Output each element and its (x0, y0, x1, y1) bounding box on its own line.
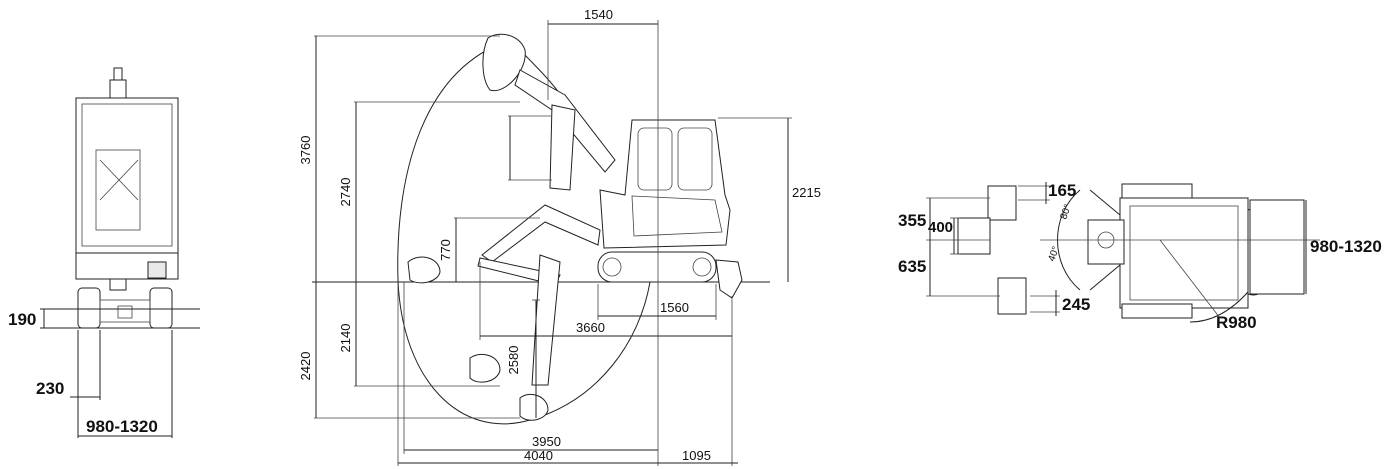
top-bucket-1 (987, 185, 1017, 221)
top-track-upper (1121, 183, 1193, 199)
top-bucket-3 (997, 277, 1027, 315)
bucket-left (407, 256, 441, 284)
dim-2215: 2215 (792, 185, 821, 200)
digging-envelope (397, 39, 651, 425)
dim-1560: 1560 (660, 300, 689, 315)
top-angle-40: 40° (1046, 245, 1062, 263)
side-track (597, 251, 717, 283)
top-angle-80: 80° (1058, 203, 1074, 221)
front-arm-top (113, 67, 123, 81)
top-bucket-2 (957, 217, 991, 255)
bucket-top (482, 33, 526, 92)
top-body (1119, 197, 1249, 309)
dim-4040: 4040 (524, 448, 553, 463)
front-step (147, 261, 167, 279)
dim-1540: 1540 (584, 7, 613, 22)
front-cab (75, 97, 179, 254)
bucket-low (469, 354, 501, 383)
front-track-left (77, 287, 101, 329)
top-dim-165: 165 (1048, 181, 1076, 200)
top-dim-400: 400 (928, 219, 953, 236)
front-cab-glass (81, 103, 173, 247)
swing-radius-arc (1189, 291, 1249, 323)
top-dim-980-1320: 980-1320 (1310, 237, 1382, 256)
top-dim-r980: R980 (1216, 313, 1257, 332)
top-track-lower (1121, 303, 1193, 319)
front-dim-980-1320: 980-1320 (86, 417, 158, 436)
dim-3950: 3950 (532, 434, 561, 449)
arm-raised (549, 104, 576, 191)
cab-body (599, 119, 731, 249)
boom-mid (481, 204, 601, 263)
arm-down (531, 254, 561, 386)
dim-2580: 2580 (506, 346, 521, 375)
front-view: 190 230 980-1320 (8, 67, 200, 438)
dim-2420: 2420 (298, 352, 313, 381)
top-boom-base (1087, 219, 1125, 265)
dim-3760: 3760 (298, 136, 313, 165)
top-dim-355: 355 (898, 211, 926, 230)
dim-770: 770 (438, 239, 453, 261)
blade (715, 259, 743, 299)
front-track-right (149, 287, 173, 329)
dim-1095: 1095 (682, 448, 711, 463)
top-dim-635: 635 (898, 257, 926, 276)
bucket-bottom (519, 394, 549, 421)
top-dim-245: 245 (1062, 295, 1090, 314)
cab-window-left (637, 127, 673, 191)
top-blade (1249, 199, 1305, 295)
front-dim-230: 230 (36, 379, 64, 398)
front-dim-190: 190 (8, 310, 36, 329)
cab-window-right (677, 127, 713, 191)
front-arm-detail (95, 149, 141, 231)
dim-3660: 3660 (576, 320, 605, 335)
side-view: 1540 3760 2740 2215 770 1560 3660 2140 2… (298, 7, 821, 466)
top-view: 165 355 400 635 245 980-1320 R980 80° 40… (898, 181, 1382, 332)
dim-2140: 2140 (338, 324, 353, 353)
dim-2740: 2740 (338, 178, 353, 207)
